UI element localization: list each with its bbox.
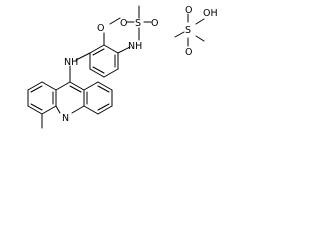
anilino-ring	[89, 17, 131, 78]
nh-phenyl-bond	[75, 52, 91, 61]
nh-bridge-label: NH	[64, 57, 78, 68]
acid-oh-label: OH	[203, 8, 218, 19]
sulfonyl-s-label: S	[135, 18, 141, 29]
chemical-structure: O NH N NH S O O S O O OH	[0, 0, 222, 144]
acid-o2-label: O	[185, 47, 192, 58]
acridine-n-label: N	[62, 113, 69, 124]
acridine-core	[27, 81, 113, 129]
acid-s-label: S	[185, 25, 191, 36]
sulfonyl-o1-label: O	[120, 18, 127, 29]
acid-o1-label: O	[185, 5, 192, 16]
structure-svg: O NH N NH S O O S O O OH	[27, 5, 218, 129]
methoxy-o-label: O	[97, 23, 104, 34]
sulfonamide	[126, 5, 152, 41]
methanesulfonic-acid	[174, 13, 205, 47]
sulfonamide-nh-label: NH	[128, 41, 142, 52]
sulfonyl-o2-label: O	[151, 18, 158, 29]
